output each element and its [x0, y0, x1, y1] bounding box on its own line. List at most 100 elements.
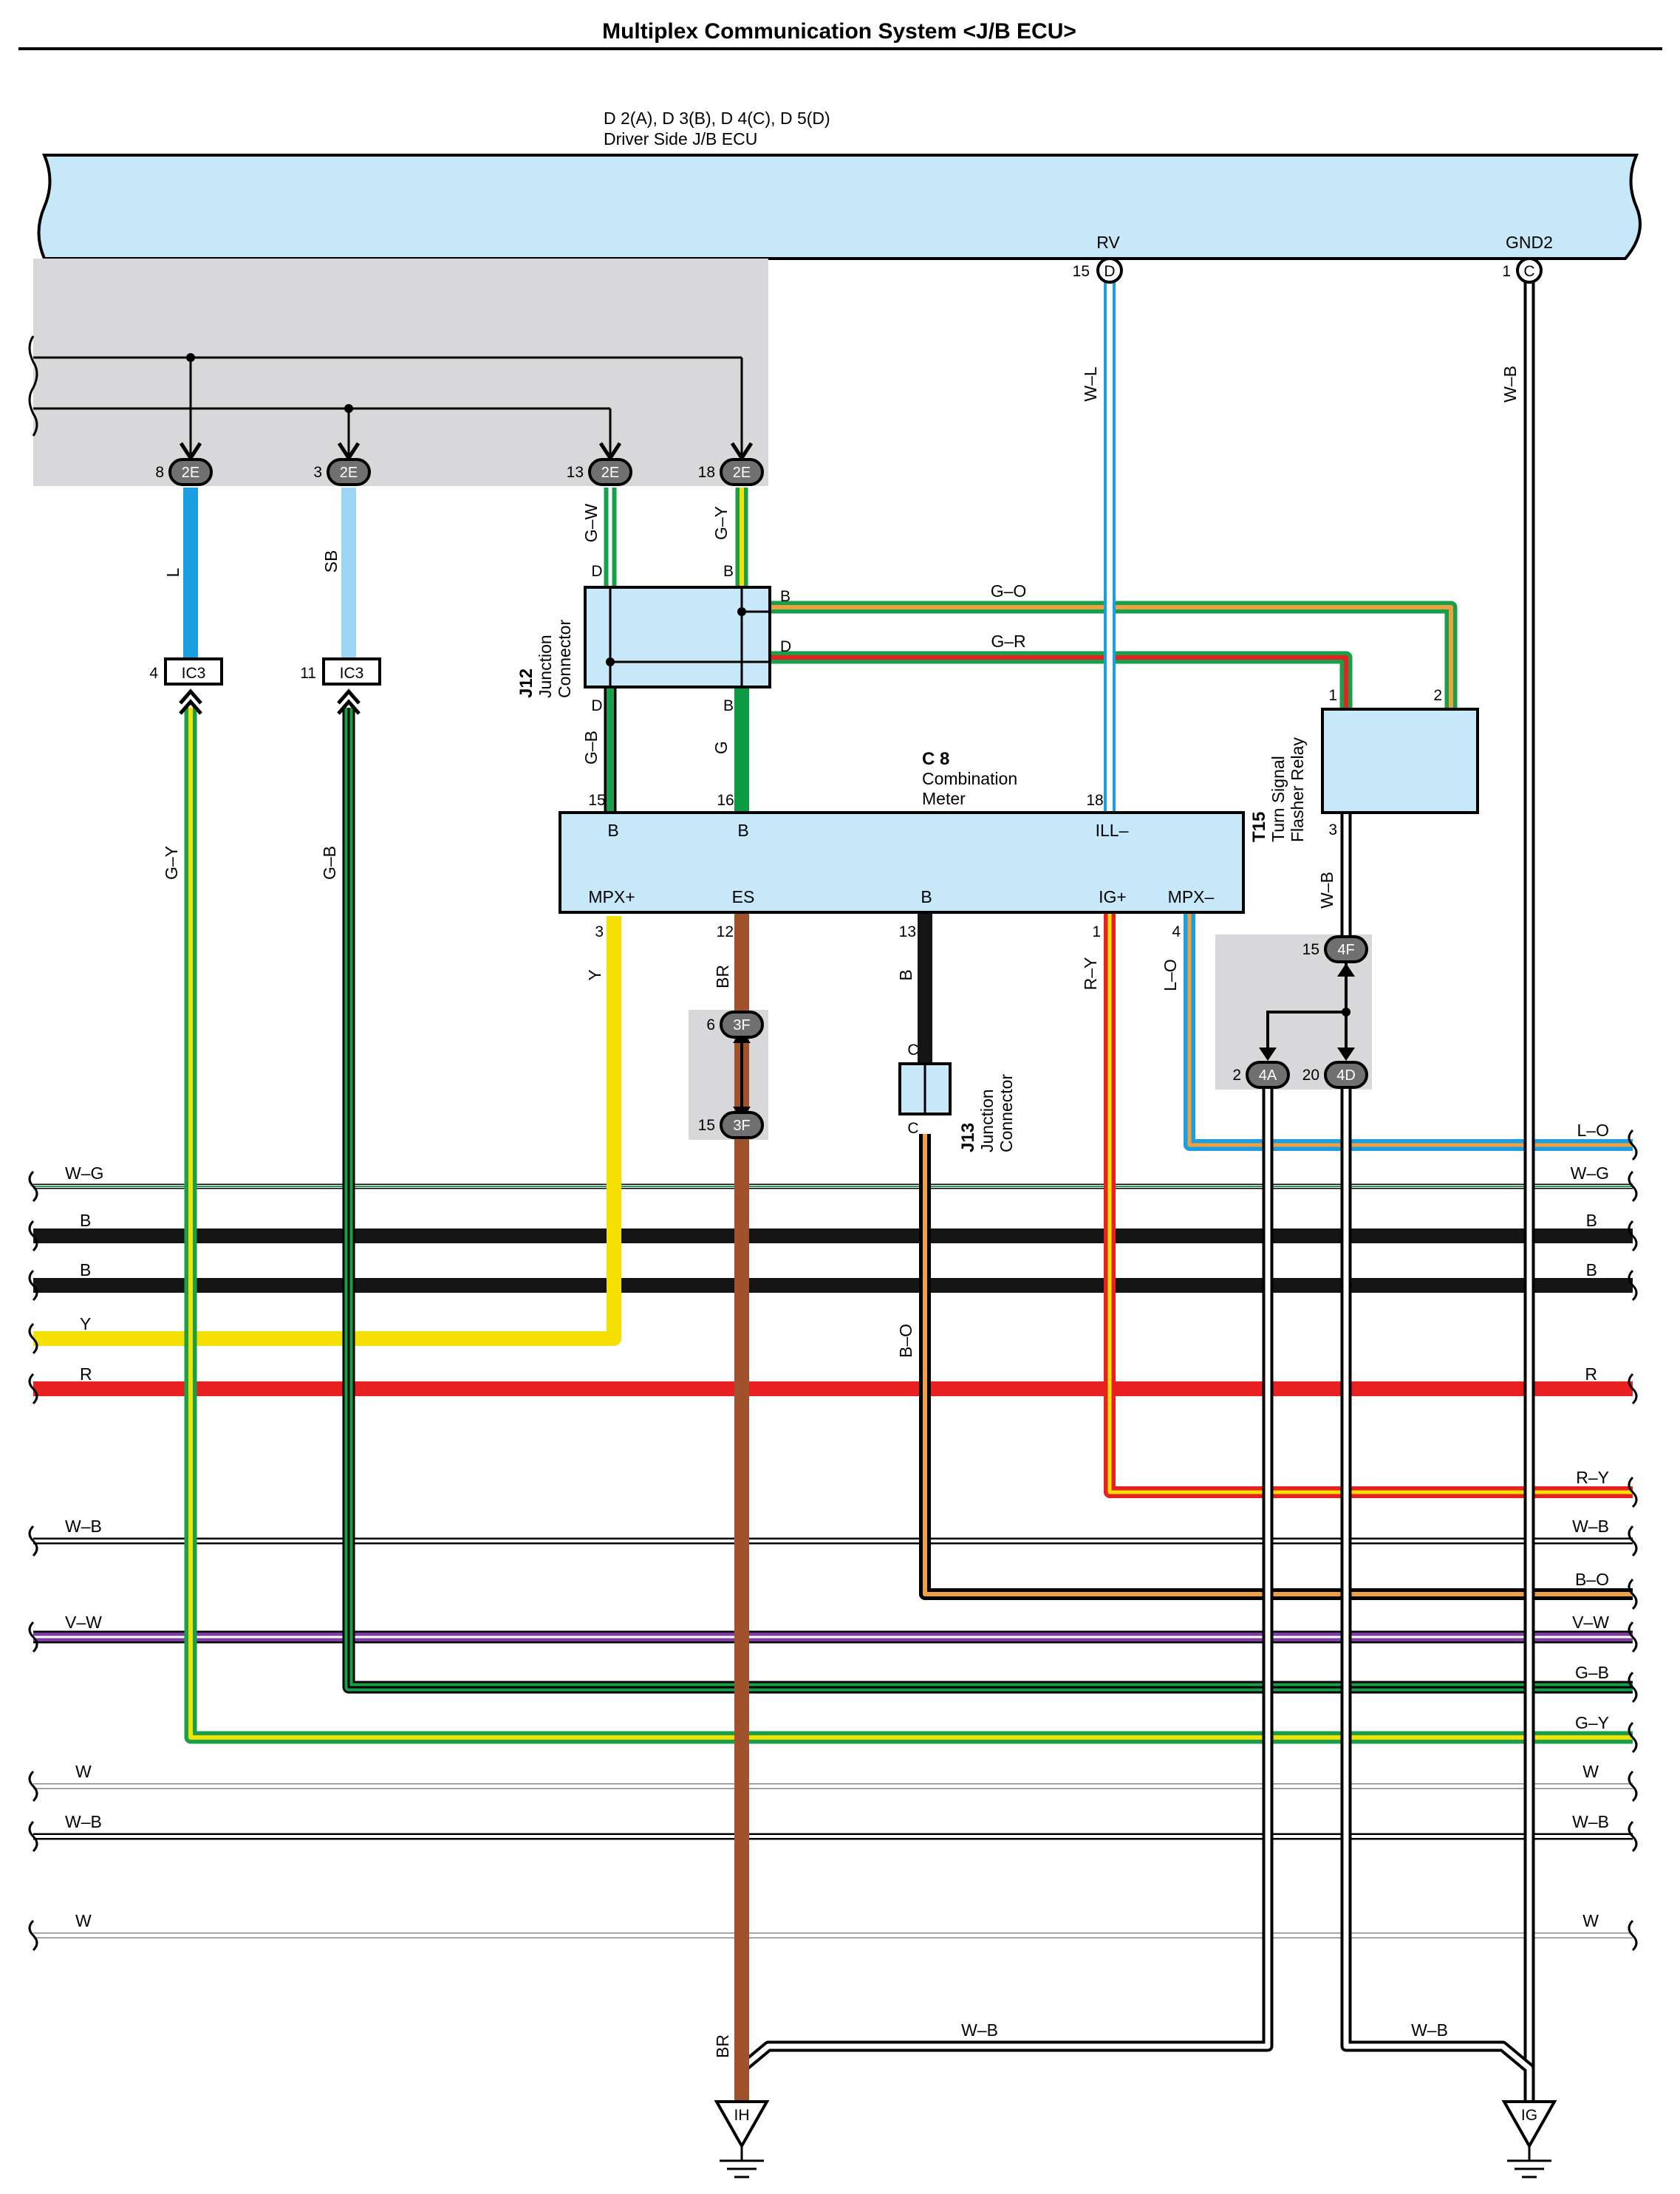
- arrow-icon: [1259, 1048, 1277, 1061]
- meter-pin4: 4: [1172, 923, 1181, 940]
- c2e-pin: 13: [567, 464, 584, 481]
- c4-pin: 15: [1302, 941, 1319, 958]
- meter-box: [559, 811, 1245, 914]
- c3f-pin: 15: [698, 1117, 715, 1134]
- ecu-box: [37, 154, 1642, 260]
- wire-label-go: G–O: [991, 581, 1027, 601]
- wire-label-ry: R–Y: [1081, 957, 1100, 991]
- bus-right-label: G–Y: [1575, 1713, 1609, 1732]
- ecu-term-gnd2: GND2: [1506, 233, 1553, 252]
- ground-icon: [1501, 2100, 1557, 2178]
- bus-right-label: W: [1582, 1911, 1599, 1930]
- meter-pin15: 15: [588, 792, 605, 809]
- c4-code: 4F: [1337, 942, 1354, 958]
- meter-term-es: ES: [732, 887, 755, 906]
- page-title: Multiplex Communication System <J/B ECU>: [602, 19, 1076, 44]
- bus-left-label: W: [75, 1762, 92, 1781]
- ground-ig-label: IG: [1521, 2107, 1537, 2124]
- c2e-code: 2E: [182, 465, 199, 481]
- j12-term-b2: B: [723, 697, 734, 714]
- c3f-pin: 6: [706, 1016, 715, 1033]
- c2e-pin: 3: [313, 464, 322, 481]
- bus-left-label: W–B: [65, 1812, 102, 1831]
- wire-bo-stripe: [923, 1134, 1633, 1596]
- bus-left-label: W: [75, 1911, 92, 1930]
- bus-right-label: L–O: [1577, 1121, 1609, 1140]
- ic3-code: IC3: [340, 665, 364, 682]
- meter-pin13: 13: [899, 923, 916, 940]
- ground-icon: [714, 2100, 770, 2178]
- j12-box: [584, 586, 771, 688]
- ic3-box: [322, 657, 381, 686]
- bus-right-label: B: [1586, 1260, 1597, 1279]
- j12-ref: J12: [516, 669, 536, 698]
- j13-term-c2: C: [907, 1120, 918, 1137]
- ic3-code: IC3: [182, 665, 206, 682]
- bus-right-label: R–Y: [1576, 1468, 1609, 1487]
- ecu-ref: D 2(A), D 3(B), D 4(C), D 5(D): [604, 109, 830, 128]
- bus-right-label: R: [1585, 1364, 1597, 1384]
- wire-label-gy-left: G–Y: [162, 846, 181, 880]
- meter-term-ig: IG+: [1099, 887, 1127, 906]
- bus-right-label: W–B: [1572, 1517, 1609, 1536]
- bus-break-marks: [28, 1129, 1638, 1952]
- wire-label-lo: L–O: [1161, 959, 1180, 991]
- wire-label-g: G: [711, 741, 731, 754]
- wire-label-l: L: [163, 567, 182, 577]
- wire-label-gr: G–R: [991, 632, 1025, 651]
- wire-label-wb-relay: W–B: [1317, 872, 1336, 909]
- wire-y: [33, 916, 621, 1346]
- j12-name2: Connector: [555, 620, 574, 698]
- wire-label-wb-gnd: W–B: [1500, 366, 1520, 403]
- meter-term-b1: B: [607, 821, 618, 840]
- wire-label-br: BR: [713, 965, 732, 988]
- meter-name2: Meter: [922, 789, 966, 808]
- bus-right-label: W: [1582, 1762, 1599, 1781]
- arrow-icon: [1337, 1048, 1355, 1061]
- wire-label-gy-top: G–Y: [711, 506, 731, 540]
- wire-wb-bot2-stripe: [1343, 1086, 1532, 2102]
- wire-lo-stripe: [1187, 912, 1633, 1147]
- wire-ry-stripe: [1107, 912, 1633, 1494]
- wire-gr: [768, 651, 1353, 709]
- c2e-code: 2E: [733, 465, 751, 481]
- bus-left-label: W–B: [65, 1517, 102, 1536]
- meter-term-mpxp: MPX+: [588, 887, 635, 906]
- bus-right-label: G–B: [1575, 1663, 1609, 1682]
- meter-term-b3: B: [921, 887, 932, 906]
- ecu-code-gnd2: C: [1523, 263, 1534, 280]
- ecu-term-rv: RV: [1096, 233, 1120, 252]
- c2e-code: 2E: [340, 465, 358, 481]
- j12-term-b1: B: [723, 563, 734, 580]
- wire-label-gb-left: G–B: [320, 846, 339, 880]
- j13-name2: Connector: [997, 1074, 1016, 1152]
- meter-pin16: 16: [717, 792, 734, 809]
- break-mark: [28, 335, 38, 437]
- meter-term-b2: B: [737, 821, 748, 840]
- c4-code: 4D: [1336, 1067, 1356, 1084]
- meter-term-mpxm: MPX–: [1168, 887, 1215, 906]
- arrow-icon: [179, 688, 202, 715]
- meter-name1: Combination: [922, 769, 1017, 788]
- ecu-pin-rv: 15: [1073, 263, 1090, 280]
- wire-gr-stripe: [768, 655, 1348, 709]
- junction-dot: [606, 657, 615, 666]
- relay-pin1: 1: [1328, 687, 1337, 704]
- meter-pin12: 12: [717, 923, 734, 940]
- wire-label-gw: G–W: [581, 504, 601, 543]
- wire-label-gb-j: G–B: [581, 731, 601, 765]
- bus-right-label: B–O: [1575, 1570, 1609, 1589]
- bus-left-label: W–G: [65, 1163, 103, 1183]
- ecu-terminal-gnd2: [1516, 257, 1543, 284]
- wire-label-wb-bot2: W–B: [1411, 2020, 1448, 2040]
- bus-left-label: R: [80, 1364, 92, 1384]
- c4-pin: 2: [1232, 1067, 1241, 1084]
- relay-name2: Flasher Relay: [1288, 737, 1307, 842]
- c3f-code: 3F: [733, 1118, 750, 1134]
- arrow-icon: [337, 688, 361, 715]
- c3f-code: 3F: [733, 1017, 750, 1033]
- junction-dot: [1342, 1008, 1351, 1016]
- c4-link: [1266, 1011, 1346, 1056]
